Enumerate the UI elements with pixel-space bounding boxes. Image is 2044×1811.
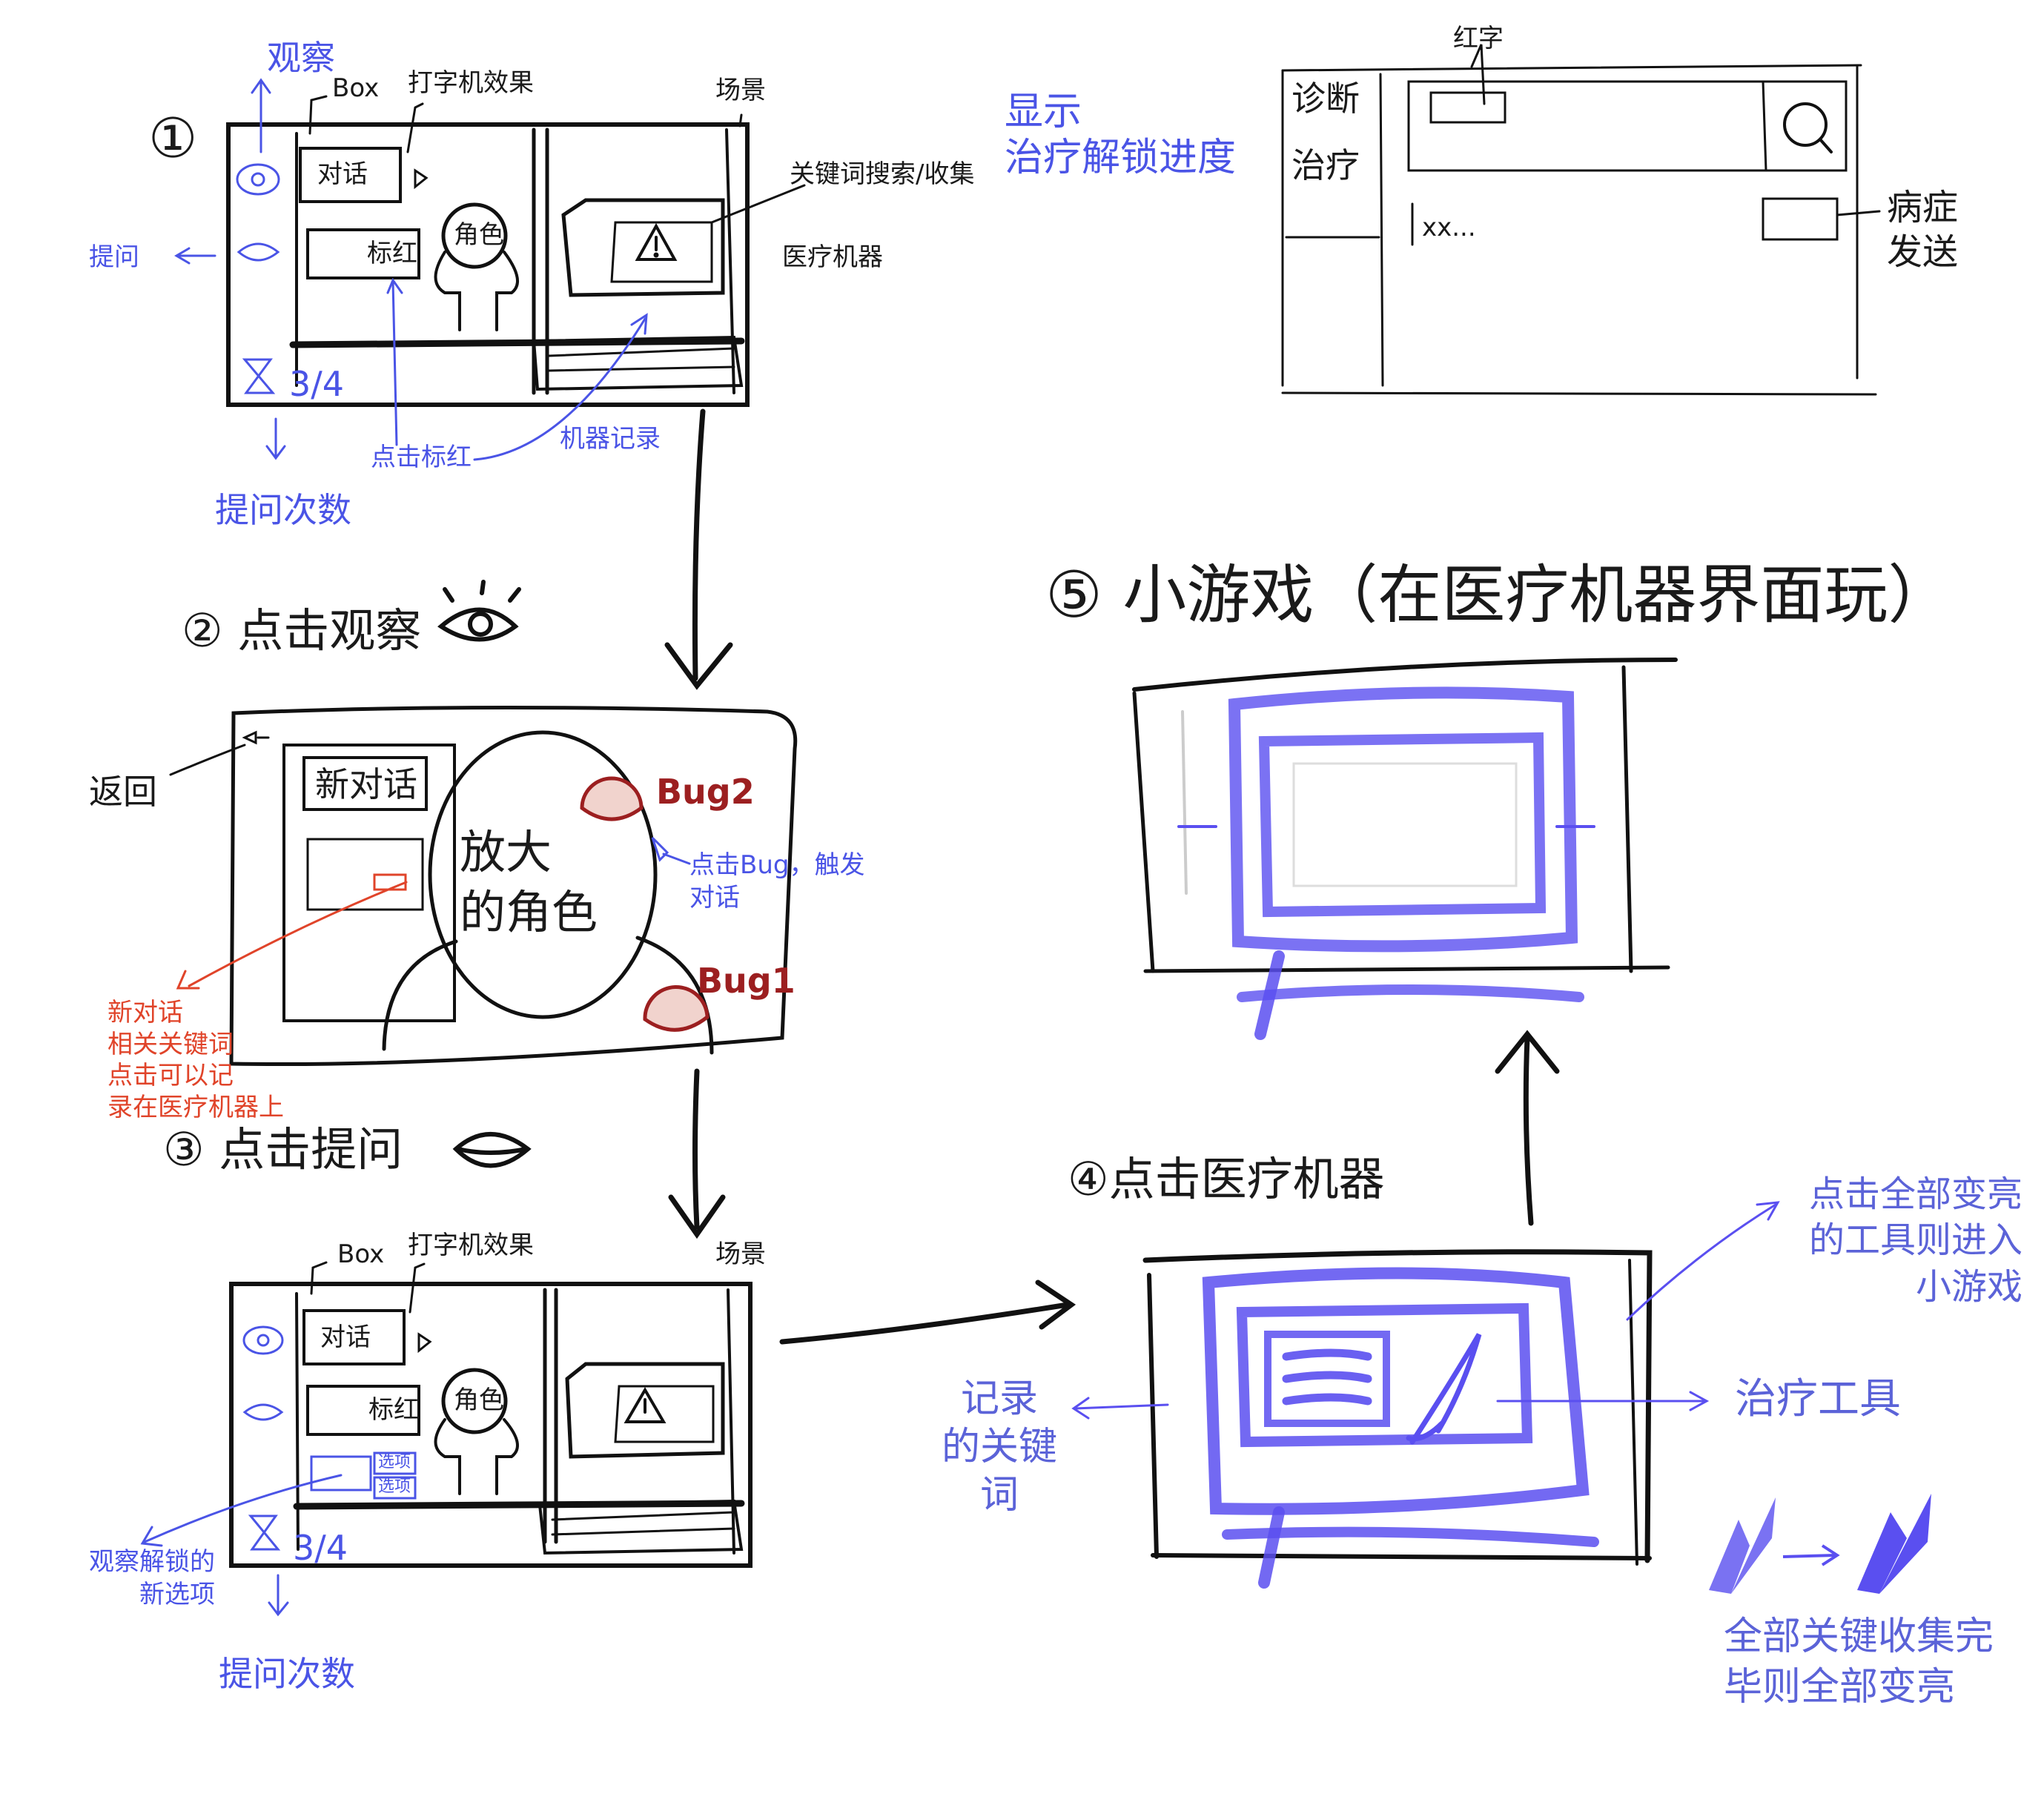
step4-label-keywords: 记录 的关键 词 — [942, 1377, 1058, 1517]
step1-label-observe: 观察 — [267, 38, 335, 78]
step2-title: ② 点击观察 — [182, 603, 422, 658]
step2-frame — [169, 705, 798, 1067]
panel-tab-treatment[interactable]: 治疗 — [1291, 145, 1360, 185]
step2-red-note: 新对话 相关关键词 点击可以记 录在医疗机器上 — [108, 998, 284, 1122]
step1-label-typewriter: 打字机效果 — [408, 68, 534, 98]
step1-annotation-lines — [174, 78, 648, 461]
panel-label-disease-send: 病症 发送 — [1887, 187, 1959, 273]
step2-bug2[interactable]: Bug2 — [656, 772, 755, 812]
scissors-bright-icon — [1857, 1494, 1931, 1594]
step5-frame — [1132, 658, 1678, 1040]
panel-label-red-text: 红字 — [1453, 24, 1504, 53]
panel-row-text: xx... — [1422, 213, 1476, 242]
step3-label-scene: 场景 — [715, 1239, 766, 1269]
step3-title: ③ 点击提问 — [163, 1122, 403, 1176]
step2-bug1[interactable]: Bug1 — [697, 961, 796, 1001]
panel-tab-diagnosis[interactable]: 诊断 — [1291, 79, 1360, 119]
scissors-dim-icon — [1709, 1497, 1776, 1594]
step3-option-a[interactable]: 选项 — [378, 1453, 411, 1471]
step4-label-tools: 治疗工具 — [1735, 1375, 1901, 1423]
scissors-arrow — [1782, 1544, 1840, 1566]
step2-new-dialog[interactable]: 新对话 — [315, 764, 417, 804]
step1-character-label: 角色 — [454, 220, 504, 250]
step3-annotation-lines — [140, 1474, 343, 1617]
step1-label-ask-count: 提问次数 — [215, 490, 351, 530]
step4-frame — [1071, 1201, 1780, 1589]
step1-label-machine-record: 机器记录 — [560, 424, 661, 454]
step4-title: ④点击医疗机器 — [1068, 1152, 1385, 1206]
lips-icon — [452, 1132, 532, 1168]
step2-annotation-lines — [176, 836, 691, 990]
step3-option-b[interactable]: 选项 — [378, 1477, 411, 1496]
step3-frame — [229, 1282, 753, 1568]
step4-label-enter-game: 点击全部变亮 的工具则进入 小游戏 — [1809, 1173, 2023, 1308]
step2-bug-note: 点击Bug，触发 对话 — [689, 850, 865, 913]
step1-label-box: Box — [332, 73, 380, 103]
step1-label-ask: 提问 — [89, 242, 139, 272]
step3-character-label: 角色 — [454, 1385, 504, 1415]
step1-label-medical-machine: 医疗机器 — [782, 242, 883, 272]
step1-label-click-mark: 点击标红 — [371, 443, 472, 472]
panel-top-right-frame — [1281, 44, 1881, 396]
step1-label-clue-collection: 关键词搜索/收集 — [790, 159, 975, 189]
step3-black-leaders — [310, 1261, 426, 1314]
step3-counter: 3/4 — [293, 1528, 348, 1568]
step1-button-dialog[interactable]: 对话 — [317, 159, 368, 189]
step2-label-back[interactable]: 返回 — [89, 772, 157, 812]
step1-label-scene: 场景 — [715, 76, 766, 105]
step4-label-all-collected: 全部关键收集完 毕则全部变亮 — [1724, 1615, 1994, 1709]
step3-label-typewriter: 打字机效果 — [408, 1231, 534, 1260]
step2-zoom-character: 放大 的角色 — [460, 825, 598, 939]
step1-black-leaders — [308, 95, 806, 224]
step3-button-mark[interactable]: 标红 — [368, 1395, 419, 1425]
step1-button-mark[interactable]: 标红 — [367, 239, 417, 268]
step1-counter: 3/4 — [289, 364, 345, 404]
eye-icon — [437, 580, 521, 642]
step3-label-ask-count: 提问次数 — [219, 1654, 355, 1694]
step3-label-box: Box — [337, 1239, 385, 1269]
flow-arrows — [664, 408, 1560, 1345]
step1-number: ① — [148, 107, 198, 170]
step3-button-dialog[interactable]: 对话 — [320, 1322, 371, 1352]
step3-label-new-options: 观察解锁的 新选项 — [89, 1547, 215, 1610]
step1-label-show-unlock: 显示 治疗解锁进度 — [1005, 90, 1237, 181]
step5-title: ⑤ 小游戏（在医疗机器界面玩） — [1045, 558, 1952, 632]
step1-frame — [226, 122, 750, 407]
